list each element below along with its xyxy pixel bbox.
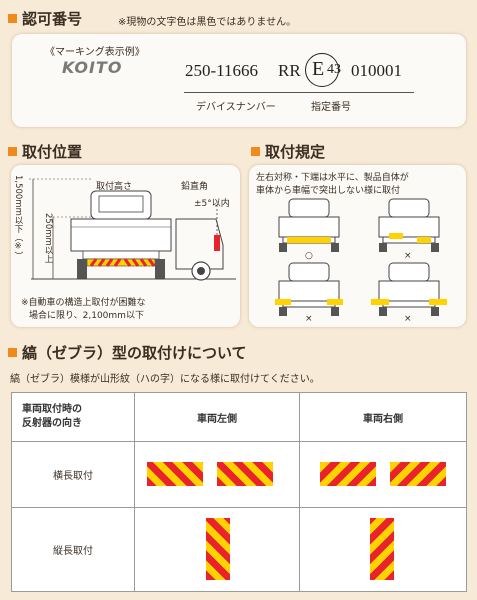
table-head-line2: 反射器の向き: [22, 418, 82, 429]
section-title-rules: 取付規定: [265, 143, 326, 161]
rule-ng-mark: ×: [404, 251, 412, 261]
section-title-zebra: 縞（ゼブラ）型の取付けについて: [22, 344, 247, 362]
koito-logo: KOITO: [62, 58, 123, 77]
rule-ok-mark: ○: [305, 251, 313, 261]
cell-left-vertical: [134, 507, 300, 592]
cell-right-vertical: [299, 507, 467, 592]
zebra-table: 車両取付時の 反射器の向き 車両左側 車両右側 横長取付 縦長取付: [11, 392, 467, 592]
e-mark-number: 43: [327, 62, 341, 77]
section-bullet: [8, 14, 17, 23]
rules-desc-1: 左右対称・下端は水平に、製品自体が: [256, 173, 409, 183]
zebra-reflector-vertical: [370, 518, 394, 580]
marking-caption: 《マーキング表示例》: [45, 47, 145, 58]
zebra-reflector-horizontal: [217, 462, 273, 486]
angle-label: 鉛直角: [181, 182, 209, 192]
table-head-direction: 車両取付時の 反射器の向き: [11, 392, 135, 442]
approval-number: 010001: [351, 61, 402, 80]
height-1500-label: 1,500mm以下（※）: [13, 175, 23, 260]
zebra-reflector-horizontal: [147, 462, 203, 486]
position-note-1: ※自動車の構造上取付が困難な: [21, 298, 146, 308]
e-mark: E: [312, 58, 325, 80]
row-label-vertical: 縦長取付: [11, 507, 135, 592]
rr-code: RR: [278, 61, 301, 80]
zebra-reflector-vertical: [206, 518, 230, 580]
table-head-left: 車両左側: [134, 392, 300, 442]
table-head-line1: 車両取付時の: [22, 404, 82, 415]
height-250-label: 250mm以上: [43, 213, 53, 263]
device-number: 250-11666: [185, 61, 259, 80]
zebra-desc: 縞（ゼブラ）模様が山形紋（ハの字）になる様に取付けてください。: [10, 374, 320, 385]
section-bullet: [251, 147, 260, 156]
section-bullet: [8, 147, 17, 156]
section-title-approval: 認可番号: [22, 10, 83, 28]
cell-right-horizontal: [299, 441, 467, 508]
position-note-2: 場合に限り、2,100mm以下: [29, 311, 144, 321]
height-label: 取付高さ: [96, 182, 133, 192]
zebra-reflector-horizontal: [320, 462, 376, 486]
rules-desc-2: 車体から車幅で突出しない様に取付: [256, 186, 401, 196]
approval-number-label: 指定番号: [311, 102, 351, 113]
rule-ng-mark: ×: [404, 314, 412, 324]
section-title-position: 取付位置: [22, 143, 83, 161]
rule-ng-mark: ×: [305, 314, 313, 324]
rules-card: 左右対称・下端は水平に、製品自体が 車体から車幅で突出しない様に取付: [249, 165, 466, 327]
e-mark-circle: [305, 53, 339, 87]
approval-note: ※現物の文字色は黒色ではありません。: [118, 17, 297, 28]
truck-rear-diagram: [29, 178, 236, 281]
device-number-label: デバイスナンバー: [196, 102, 276, 113]
marking-card: 《マーキング表示例》 KOITO 250-11666 RR E 43 01000…: [12, 34, 466, 127]
zebra-reflector-horizontal: [390, 462, 446, 486]
angle-value: ±5°以内: [194, 199, 230, 209]
section-bullet: [8, 348, 17, 357]
row-label-horizontal: 横長取付: [11, 441, 135, 508]
table-head-right: 車両右側: [299, 392, 467, 442]
rules-diagrams: [275, 198, 447, 316]
divider-line: [184, 92, 414, 93]
cell-left-horizontal: [134, 441, 300, 508]
position-card: 取付高さ 鉛直角 ±5°以内 1,500mm以下（※） 250mm以上 ※自動車…: [11, 165, 240, 327]
